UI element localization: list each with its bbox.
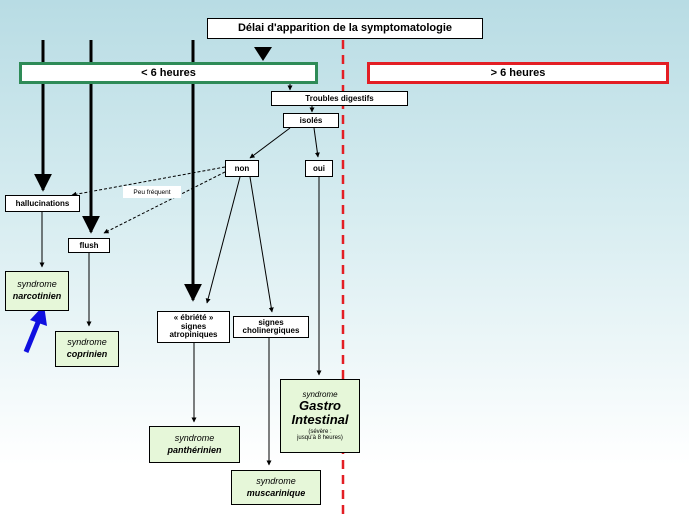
title-box: Délai d'apparition de la symptomatologie [207,18,483,39]
flush-box: flush [68,238,110,253]
troubles-label: Troubles digestifs [305,93,374,103]
syndrome-narcotinien-name: narcotinien [12,291,62,301]
arrow-non-cholinergiques [249,176,274,313]
over-6h-box: > 6 heures [367,62,669,84]
syndrome-muscarinique-box: syndrome muscarinique [231,470,321,505]
title-text: Délai d'apparition de la symptomatologie [237,22,453,35]
non-label: non [234,163,250,173]
ebriete-line-2: signes [180,321,207,331]
cholinergiques-line-2: cholinergiques [242,326,300,335]
syndrome-gastro-name-1: Gastro [299,398,341,414]
oui-box: oui [305,160,333,177]
arrow-isoles-non [249,127,291,159]
isoles-box: isolés [283,113,339,128]
syndrome-narcotinien-label: syndrome [17,279,57,290]
emphasis-arrow-shaft [23,319,42,353]
syndrome-muscarinique-name: muscarinique [246,487,306,498]
ebriete-box: « ébriété » signes atropiniques [157,311,230,343]
arrow-isoles-oui [313,127,320,158]
cholinergiques-line-1: signes [258,317,284,327]
syndrome-gastro-name-2: Intestinal [291,411,349,427]
syndrome-gastro-note-1: (sévère : [308,428,332,435]
syndrome-muscarinique-label: syndrome [256,475,296,486]
syndrome-coprinien-name: coprinien [66,349,108,359]
syndrome-narcotinien-box: syndrome narcotinien [5,271,69,311]
over-6h-label: > 6 heures [490,67,546,79]
dashed-non-flush [103,171,226,234]
peu-frequent-label: Peu fréquent [133,188,171,196]
flush-label: flush [79,240,99,250]
ebriete-line-3: atropiniques [169,330,218,340]
syndrome-pantherinien-box: syndrome panthérinien [149,426,240,463]
syndrome-pantherinien-label: syndrome [174,432,215,443]
arrow-non-ebriete [205,176,241,304]
under-6h-label: < 6 heures [141,67,196,79]
syndrome-gastro-note-2: jusqu'à 8 heures) [297,434,343,441]
dashed-non-hallucinations [71,166,226,197]
oui-label: oui [313,163,325,173]
peu-frequent-note: Peu fréquent [123,186,181,198]
syndrome-pantherinien-name: panthérinien [167,444,222,455]
ebriete-line-1: « ébriété » [173,313,214,323]
troubles-box: Troubles digestifs [271,91,408,106]
cholinergiques-box: signes cholinergiques [233,316,309,338]
isoles-label: isolés [299,115,323,125]
syndrome-gastro-label: syndrome [302,389,338,399]
title-pointer-triangle [254,47,272,61]
syndrome-gastro-box: syndrome Gastro Intestinal (sévère : jus… [280,379,360,453]
syndrome-coprinien-box: syndrome coprinien [55,331,119,367]
hallucinations-box: hallucinations [5,195,80,212]
hallucinations-label: hallucinations [15,198,70,208]
syndrome-coprinien-label: syndrome [67,337,107,348]
non-box: non [225,160,259,177]
under-6h-box: < 6 heures [19,62,318,84]
